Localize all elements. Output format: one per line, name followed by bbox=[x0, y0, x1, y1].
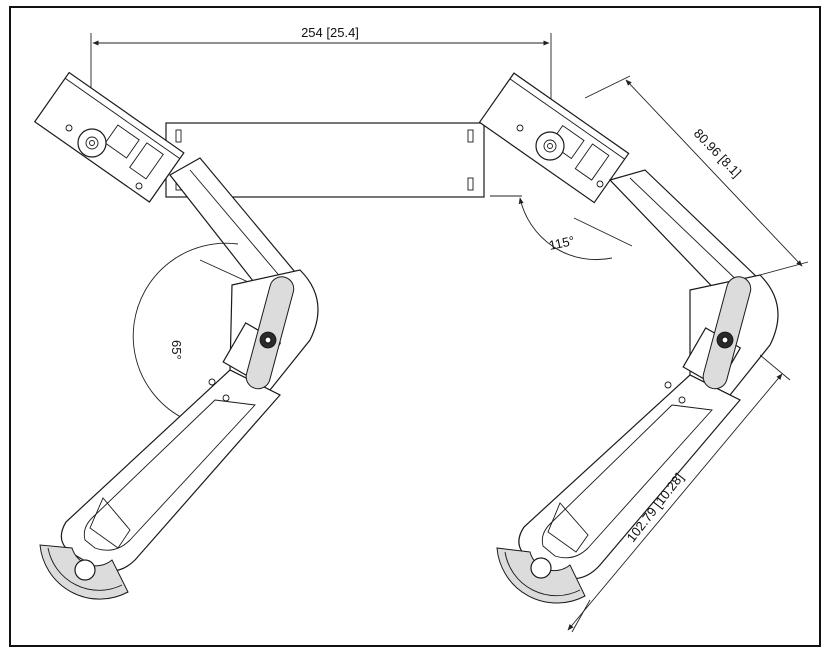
left-angle-label: 65° bbox=[169, 340, 184, 360]
upper-link-label: 80.96 [8.1] bbox=[691, 126, 744, 181]
right-angle-label: 115° bbox=[548, 233, 576, 253]
right-leg: 115° 80.96 [8.1] 102.79 [10.28] bbox=[478, 72, 809, 633]
left-foot bbox=[39, 544, 129, 600]
right-foot bbox=[496, 547, 586, 604]
top-span-label: 254 [25.4] bbox=[301, 25, 359, 40]
left-leg: 65° bbox=[33, 71, 319, 600]
